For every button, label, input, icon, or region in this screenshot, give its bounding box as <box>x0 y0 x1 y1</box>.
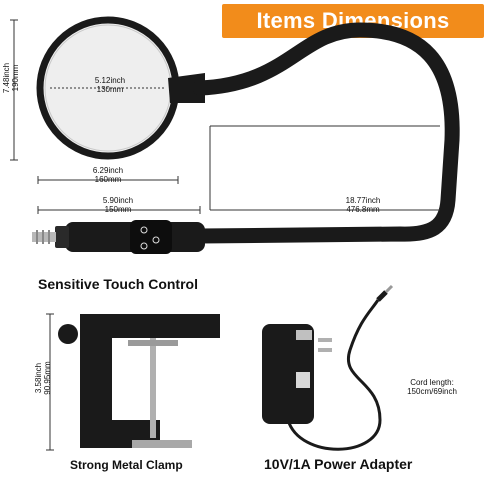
lamp-handle <box>32 220 205 254</box>
clamp-caption: Strong Metal Clamp <box>70 458 183 472</box>
dimension-lines <box>10 19 440 451</box>
power-cord <box>286 299 382 451</box>
power-adapter <box>262 324 332 424</box>
metal-clamp <box>58 314 220 448</box>
adapter-caption: 10V/1A Power Adapter <box>264 456 413 472</box>
touch-control-caption: Sensitive Touch Control <box>38 276 198 292</box>
gooseneck-arm <box>192 22 460 244</box>
title-banner: Items Dimensions <box>222 4 484 38</box>
touch-control-icon <box>140 226 160 250</box>
cord-length-label: Cord length: 150cm/69inch <box>407 378 457 396</box>
